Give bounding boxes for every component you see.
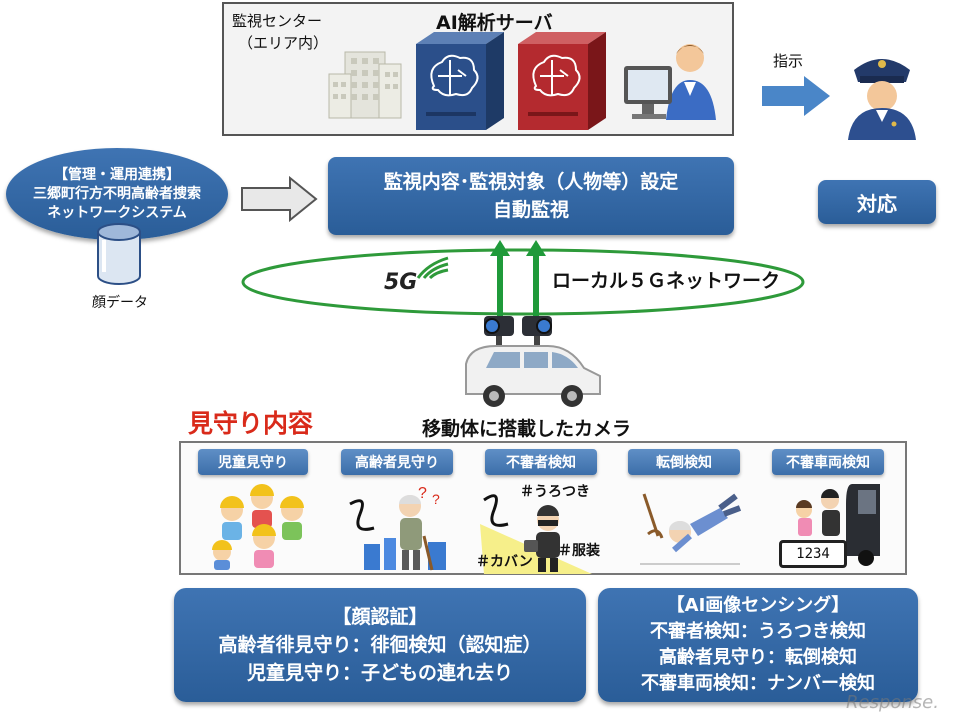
monitoring-settings-line2: 自動監視 xyxy=(492,199,569,221)
suspicious-person-illustration xyxy=(480,494,592,574)
children-illustration xyxy=(212,484,304,570)
response-watermark: Response. xyxy=(846,692,939,713)
police-officer-icon xyxy=(848,59,916,140)
response-label: 対応 xyxy=(857,191,897,216)
database-icon xyxy=(97,223,141,285)
tab-child-watch: 児童見守り xyxy=(198,449,308,475)
tag-clothes: ＃服装 xyxy=(558,543,600,559)
tab-fall-detection: 転倒検知 xyxy=(628,449,740,475)
suspicious-vehicle-illustration xyxy=(796,484,880,566)
tab-label: 児童見守り xyxy=(218,455,288,471)
monitoring-settings-box: 監視内容･監視対象（人物等）設定 自動監視 xyxy=(328,157,734,235)
local-5g-network-label: ローカル５Ｇネットワーク xyxy=(552,270,781,292)
face-recognition-line1: 高齢者徘見守り：徘徊検知（認知症） xyxy=(218,634,542,656)
tab-suspicious-person: 不審者検知 xyxy=(485,449,597,475)
elderly-wandering-illustration: ? ? xyxy=(349,485,446,571)
link-arrow-icon xyxy=(241,176,318,222)
tab-label: 転倒検知 xyxy=(656,455,712,471)
license-plate-number: 1234 xyxy=(796,546,830,562)
ai-sensing-title: 【AI画像センシング】 xyxy=(666,595,850,616)
tab-label: 高齢者見守り xyxy=(355,455,439,471)
face-recognition-line2: 児童見守り：子どもの連れ去り xyxy=(246,662,513,684)
face-data-label: 顔データ xyxy=(92,295,148,311)
tab-suspicious-vehicle: 不審車両検知 xyxy=(772,449,884,475)
management-system-line1: 【管理・運用連携】 xyxy=(54,166,180,183)
5g-signal-icon xyxy=(416,256,449,280)
fall-detection-illustration xyxy=(640,493,742,565)
camera-van-icon xyxy=(465,316,601,407)
response-box: 対応 xyxy=(818,180,936,224)
building-icon xyxy=(328,51,402,119)
svg-text:?: ? xyxy=(432,491,440,507)
ai-image-sensing-box: 【AI画像センシング】 不審者検知：うろつき検知 高齢者見守り：転倒検知 不審車… xyxy=(598,588,918,702)
tag-loitering: ＃うろつき xyxy=(520,484,590,500)
tag-bag: ＃カバン xyxy=(476,554,533,570)
tab-elderly-watch: 高齢者見守り xyxy=(341,449,453,475)
instruction-arrow-icon xyxy=(762,76,830,116)
uplink-arrows-icon xyxy=(490,240,546,316)
instruction-label: 指示 xyxy=(773,52,804,70)
vehicle-camera-caption: 移動体に搭載したカメラ xyxy=(422,418,632,440)
face-recognition-box: 【顔認証】 高齢者徘見守り：徘徊検知（認知症） 児童見守り：子どもの連れ去り xyxy=(174,588,586,702)
management-system-line3: ネットワークシステム xyxy=(47,204,187,221)
5g-logo: 5G xyxy=(384,270,418,295)
operator-pc-icon xyxy=(624,44,716,120)
tab-label: 不審者検知 xyxy=(506,455,576,471)
face-recognition-title: 【顔認証】 xyxy=(332,606,428,628)
ai-sensing-line1: 不審者検知：うろつき検知 xyxy=(650,621,866,642)
red-ai-server-icon xyxy=(518,32,606,130)
license-plate: 1234 xyxy=(779,540,847,568)
blue-ai-server-icon xyxy=(416,32,504,130)
network-ellipse xyxy=(241,248,805,316)
ai-sensing-line2: 高齢者見守り：転倒検知 xyxy=(659,647,857,668)
watch-content-title: 見守り内容 xyxy=(188,409,314,438)
monitoring-settings-line1: 監視内容･監視対象（人物等）設定 xyxy=(383,171,679,193)
ai-server-title: AI解析サーバ xyxy=(436,12,553,34)
management-system-line2: 三郷町行方不明高齢者捜索 xyxy=(33,185,201,202)
tab-label: 不審車両検知 xyxy=(786,455,870,471)
ai-sensing-line3: 不審車両検知：ナンバー検知 xyxy=(641,673,875,694)
monitoring-center-label: 監視センター xyxy=(232,12,323,30)
monitoring-center-area-label: （エリア内） xyxy=(238,34,329,52)
svg-text:?: ? xyxy=(418,485,427,502)
